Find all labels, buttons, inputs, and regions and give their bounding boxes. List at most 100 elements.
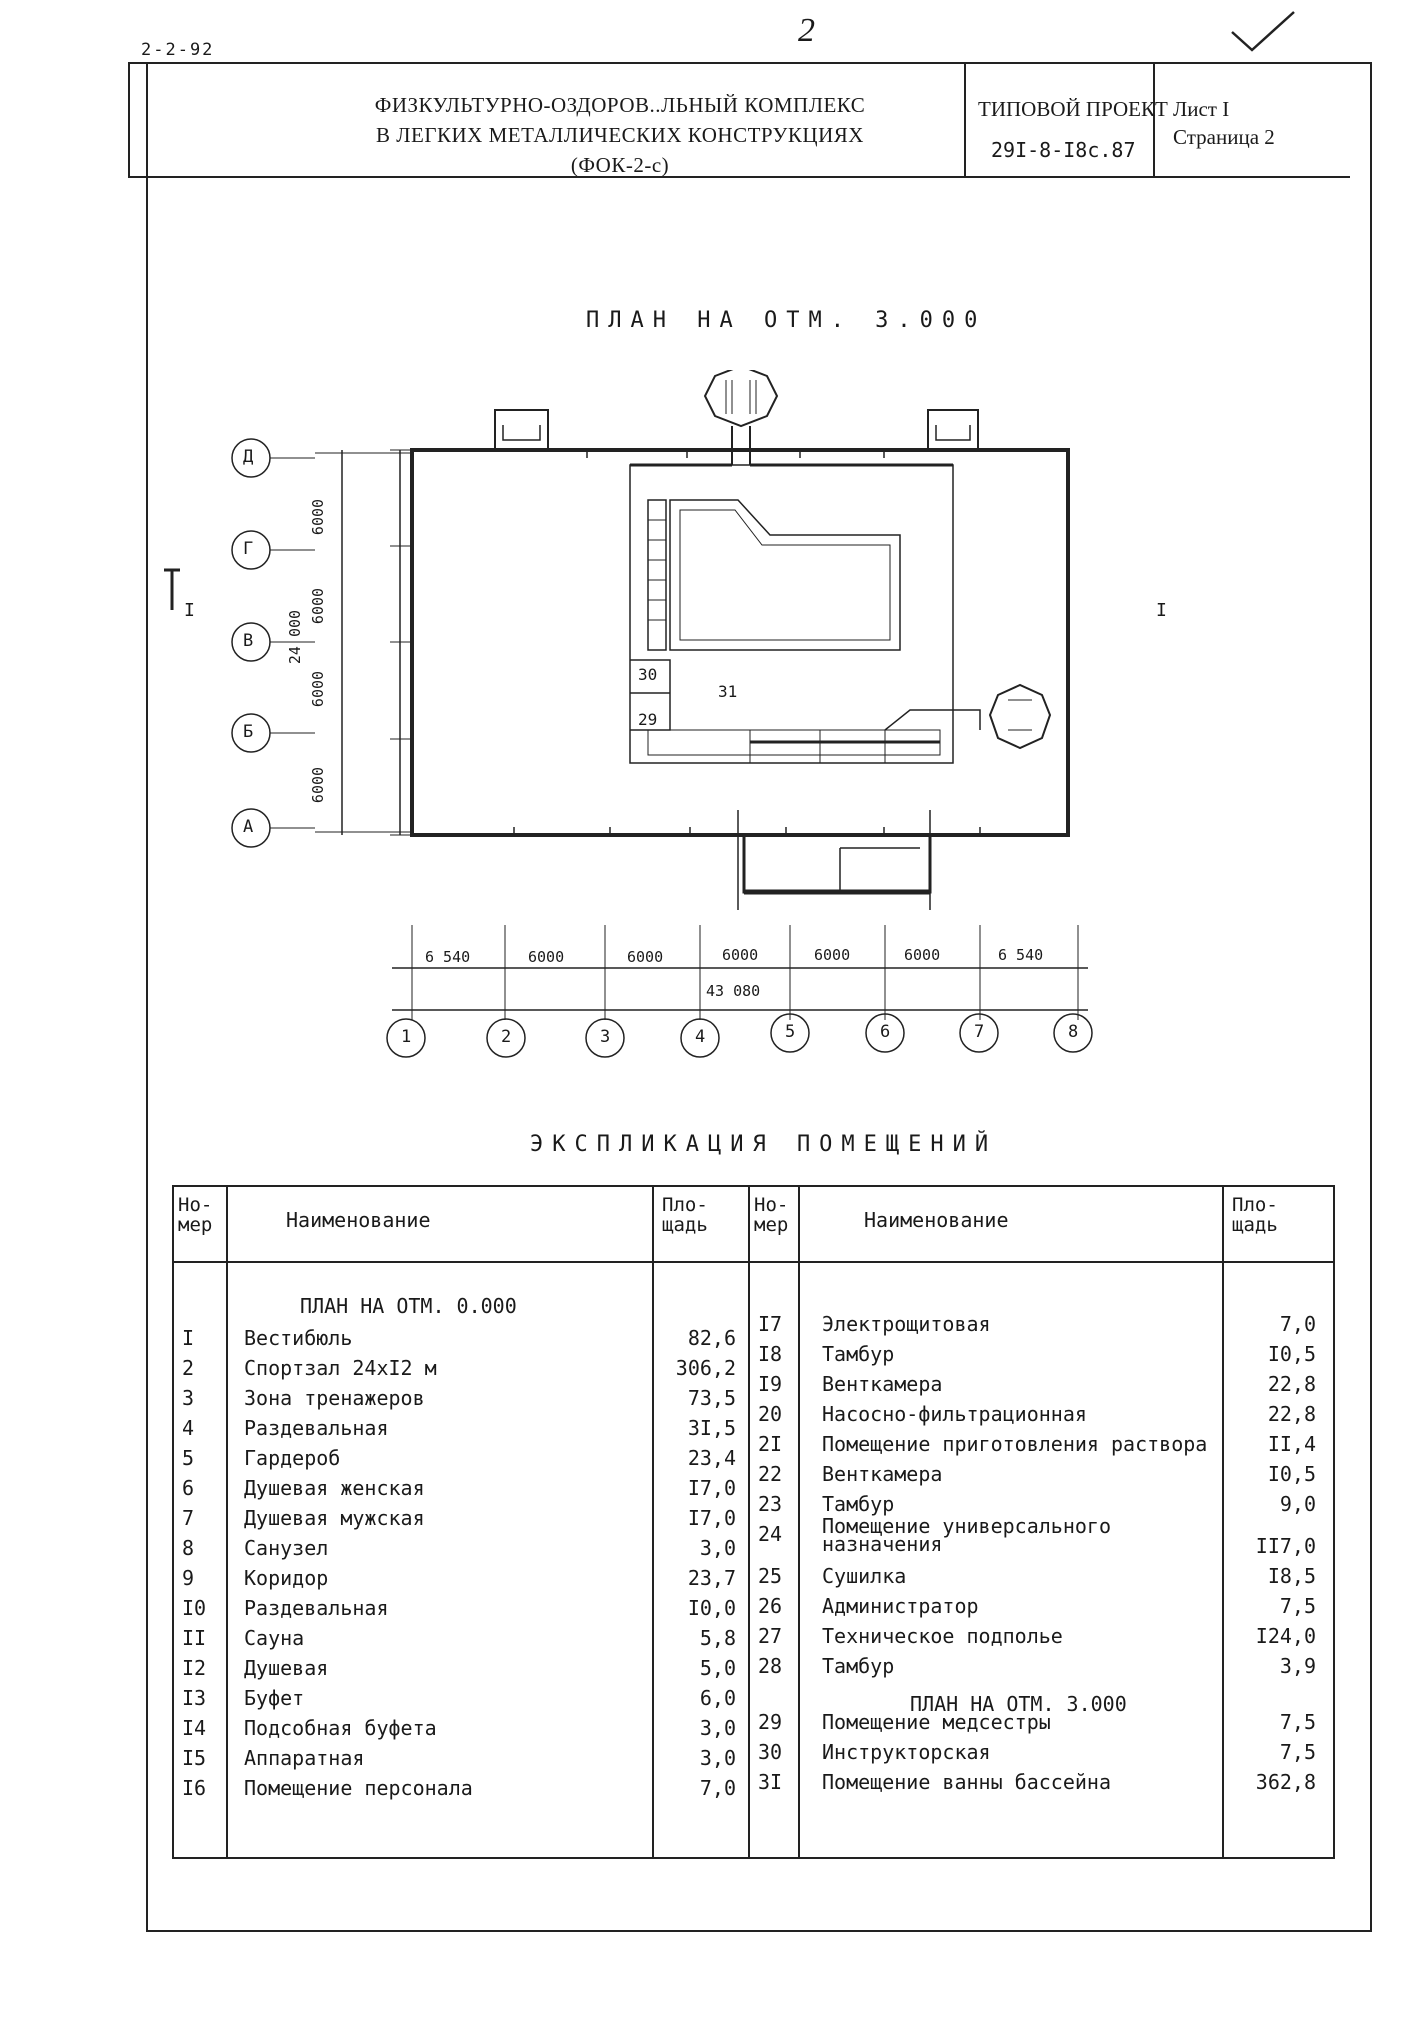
vertical-dim: 6000 [309, 498, 328, 536]
horizontal-dim: 6 540 [998, 946, 1044, 964]
explication-num: 22 [758, 1462, 783, 1486]
horizontal-dim: 6000 [722, 946, 759, 964]
explication-area: 7,5 [1279, 1740, 1316, 1764]
document-code: 2-2-92 [141, 40, 215, 60]
header-area-left: Пло- щадь [662, 1194, 708, 1236]
vertical-dim: 6000 [309, 670, 328, 708]
explication-num: I3 [182, 1686, 207, 1710]
explication-num: 3I [758, 1770, 783, 1794]
explication-area: 3,0 [699, 1536, 736, 1560]
project-number: 29I-8-I8с.87 [991, 138, 1136, 162]
explication-num: 23 [758, 1492, 783, 1516]
explication-name: Тамбур [822, 1492, 895, 1516]
page-mark: 2 [798, 12, 815, 49]
axis-letter-a: А [243, 817, 254, 837]
vertical-dim: 6000 [309, 587, 328, 625]
explication-area: 7,5 [1279, 1594, 1316, 1618]
horizontal-dim: 6 540 [425, 948, 471, 966]
section-mark-left: I [184, 600, 195, 621]
axis-number: 4 [695, 1027, 706, 1047]
explication-name: Гардероб [244, 1446, 341, 1470]
axis-number: 7 [974, 1022, 985, 1042]
explication-area: I8,5 [1267, 1564, 1316, 1588]
explication-num: I7 [758, 1312, 783, 1336]
explication-name: Помещение медсестры [822, 1710, 1051, 1734]
title-line-3: (ФОК-2-с) [570, 153, 670, 177]
subhead-right: ПЛАН НА ОТМ. 3.000 [910, 1692, 1127, 1716]
explication-num: 5 [182, 1446, 195, 1470]
explication-name: Спортзал 24хI2 м [244, 1356, 437, 1380]
title-line-2: В ЛЕГКИХ МЕТАЛЛИЧЕСКИХ КОНСТРУКЦИЯХ [376, 123, 864, 147]
room-label-29: 29 [638, 710, 658, 729]
axis-number: 6 [880, 1022, 891, 1042]
axis-number: 2 [501, 1027, 512, 1047]
explication-name: Буфет [244, 1686, 305, 1710]
explication-area: 7,0 [699, 1776, 736, 1800]
explication-name: Помещение универсального назначения [822, 1514, 1111, 1556]
checkmark-icon [1231, 11, 1295, 52]
explication-area: 3I,5 [687, 1416, 736, 1440]
explication-num: 20 [758, 1402, 783, 1426]
explication-area: I0,5 [1267, 1462, 1316, 1486]
header-num-right: Но- мер [754, 1194, 789, 1236]
room-label-31: 31 [718, 682, 738, 701]
explication-name: Электрощитовая [822, 1312, 991, 1336]
explication-num: 24 [758, 1522, 783, 1546]
explication-area: 7,0 [1279, 1312, 1316, 1336]
subhead-left: ПЛАН НА ОТМ. 0.000 [300, 1294, 517, 1318]
section-mark-right: I [1156, 600, 1167, 621]
explication-num: I4 [182, 1716, 207, 1740]
explication-num: I5 [182, 1746, 207, 1770]
explication-area: 6,0 [699, 1686, 736, 1710]
axis-letter-b: Б [243, 722, 254, 742]
explication-area: 3,0 [699, 1716, 736, 1740]
explication-name: Помещение ванны бассейна [822, 1770, 1111, 1794]
header-name-right: Наименование [864, 1208, 1009, 1232]
explication-area: 22,8 [1267, 1372, 1316, 1396]
axis-letter-d: Д [243, 447, 254, 467]
vertical-total-dim: 24 000 [286, 609, 305, 665]
explication-area: 9,0 [1279, 1492, 1316, 1516]
vertical-dim: 6000 [309, 766, 328, 804]
explication-area: 73,5 [687, 1386, 736, 1410]
explication-area: 23,4 [687, 1446, 736, 1470]
project-label: ТИПОВОЙ ПРОЕКТ [978, 97, 1168, 121]
axis-letter-v: В [243, 631, 254, 651]
explication-name: Подсобная буфета [244, 1716, 437, 1740]
floor-plan [164, 370, 1093, 1058]
explication-area: I7,0 [687, 1506, 736, 1530]
explication-num: 9 [182, 1566, 195, 1590]
explication-num: I9 [758, 1372, 783, 1396]
explication-name: Венткамера [822, 1462, 943, 1486]
explication-name: Тамбур [822, 1654, 895, 1678]
explication-num: I0 [182, 1596, 207, 1620]
explication-name: Тамбур [822, 1342, 895, 1366]
explication-area: 5,0 [699, 1656, 736, 1680]
explication-name: Насосно-фильтрационная [822, 1402, 1087, 1426]
explication-num: 28 [758, 1654, 783, 1678]
explication-area: 5,8 [699, 1626, 736, 1650]
axis-number: 5 [785, 1022, 796, 1042]
explication-num: 26 [758, 1594, 783, 1618]
explication-num: 2 [182, 1356, 195, 1380]
explication-num: 30 [758, 1740, 783, 1764]
axis-number: 1 [401, 1027, 412, 1047]
explication-area: 82,6 [687, 1326, 736, 1350]
explication-area: I0,5 [1267, 1342, 1316, 1366]
explication-name: Раздевальная [244, 1416, 389, 1440]
axis-number: 8 [1068, 1022, 1079, 1042]
explication-name: Зона тренажеров [244, 1386, 425, 1410]
explication-num: 25 [758, 1564, 783, 1588]
axis-letter-g: Г [243, 539, 254, 559]
explication-num: 2I [758, 1432, 783, 1456]
explication-name: Сауна [244, 1626, 305, 1650]
explication-area: 22,8 [1267, 1402, 1316, 1426]
horizontal-dim: 6000 [528, 948, 565, 966]
explication-area: II7,0 [1255, 1534, 1316, 1558]
axis-number: 3 [600, 1027, 611, 1047]
explication-num: I2 [182, 1656, 207, 1680]
header-area-right: Пло- щадь [1232, 1194, 1278, 1236]
explication-num: 3 [182, 1386, 195, 1410]
explication-name: Помещение приготовления раствора [822, 1432, 1208, 1456]
explication-area: 3,9 [1279, 1654, 1316, 1678]
